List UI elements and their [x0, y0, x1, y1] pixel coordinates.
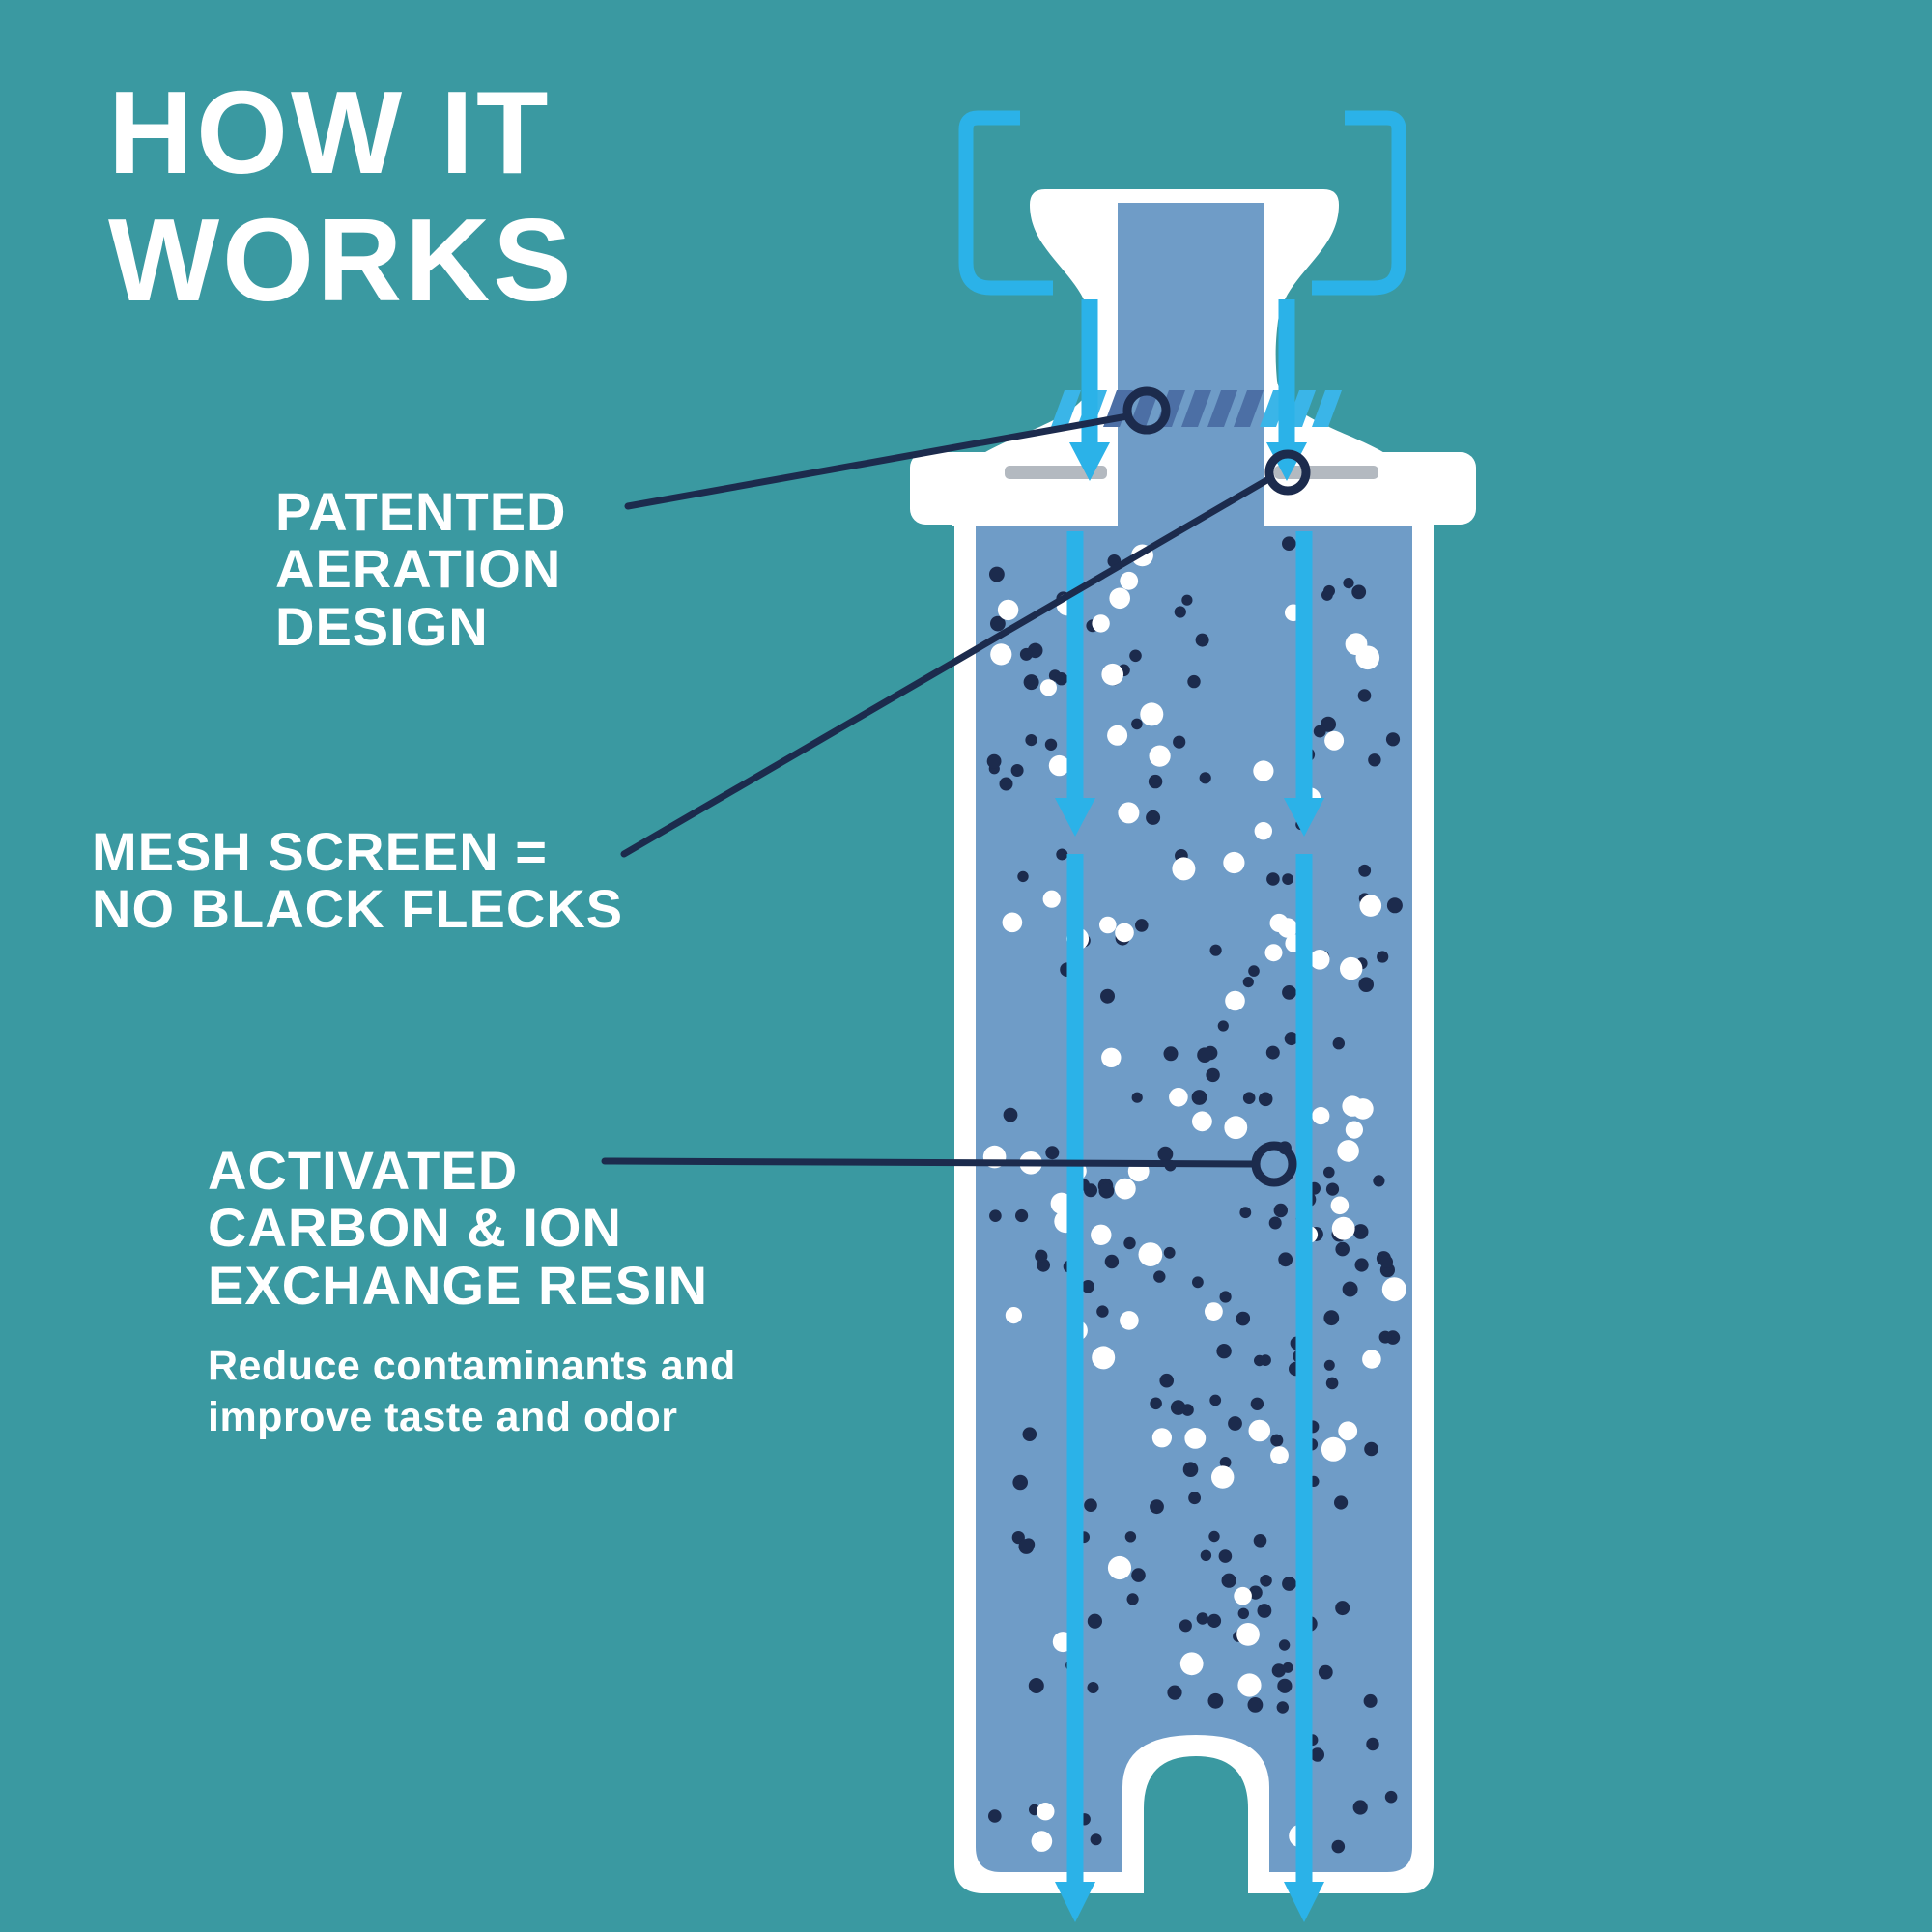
- resin-line-2: CARBON & ION: [208, 1197, 622, 1259]
- resin-line-1: ACTIVATED: [208, 1140, 519, 1201]
- aeration-line-1: PATENTED: [275, 481, 567, 542]
- aeration-line-2: AERATION: [275, 538, 562, 600]
- mesh-line-1: MESH SCREEN =: [92, 821, 548, 882]
- resin-sub-line-2: improve taste and odor: [208, 1393, 678, 1440]
- label-aeration-design: PATENTED AERATION DESIGN: [275, 483, 566, 655]
- label-carbon-resin: ACTIVATED CARBON & ION EXCHANGE RESIN Re…: [208, 1142, 736, 1442]
- flow-arrow-body-upper-left: [1055, 531, 1095, 837]
- callout-line-resin: [601, 1157, 1260, 1168]
- flow-arrow-outlet-right: [1284, 854, 1324, 1922]
- label-resin-subtext: Reduce contaminants and improve taste an…: [208, 1341, 736, 1442]
- title-line-1: HOW IT: [108, 67, 552, 198]
- callout-ring-resin: [1251, 1141, 1297, 1187]
- title-line-2: WORKS: [108, 193, 575, 326]
- callout-ring-aeration: [1122, 386, 1171, 435]
- flow-arrow-body-upper-right: [1284, 531, 1324, 837]
- inlet-pipe-left: [958, 110, 1053, 296]
- page-title: HOW IT WORKS: [108, 67, 575, 326]
- mesh-screen-left: [1005, 466, 1107, 479]
- resin-sub-line-1: Reduce contaminants and: [208, 1343, 736, 1390]
- mesh-line-2: NO BLACK FLECKS: [92, 878, 624, 940]
- callout-line-aeration: [624, 412, 1131, 510]
- mesh-screen-right: [1274, 466, 1378, 479]
- flow-arrow-outlet-left: [1055, 854, 1095, 1922]
- label-mesh-screen: MESH SCREEN = NO BLACK FLECKS: [92, 823, 623, 938]
- callout-line-mesh: [620, 474, 1274, 858]
- resin-line-3: EXCHANGE RESIN: [208, 1254, 709, 1316]
- aeration-line-3: DESIGN: [275, 595, 489, 657]
- inlet-pipe-right: [1312, 110, 1406, 296]
- callout-ring-mesh: [1264, 449, 1311, 496]
